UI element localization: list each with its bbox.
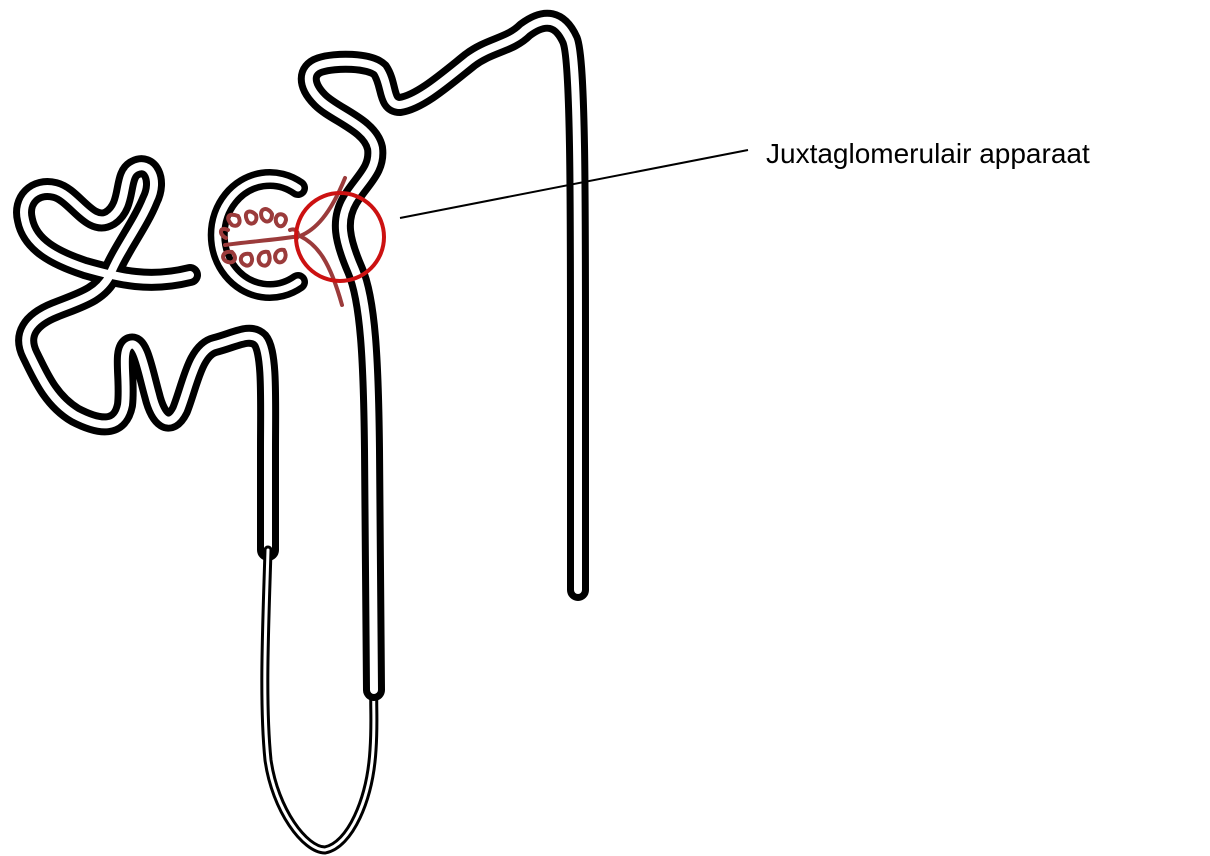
juxtaglomerular-label: Juxtaglomerulair apparaat xyxy=(766,138,1090,169)
loop-of-henle-thin-segment xyxy=(265,550,374,850)
bowmans-capsule xyxy=(218,179,298,291)
distal-tubule xyxy=(309,21,578,690)
